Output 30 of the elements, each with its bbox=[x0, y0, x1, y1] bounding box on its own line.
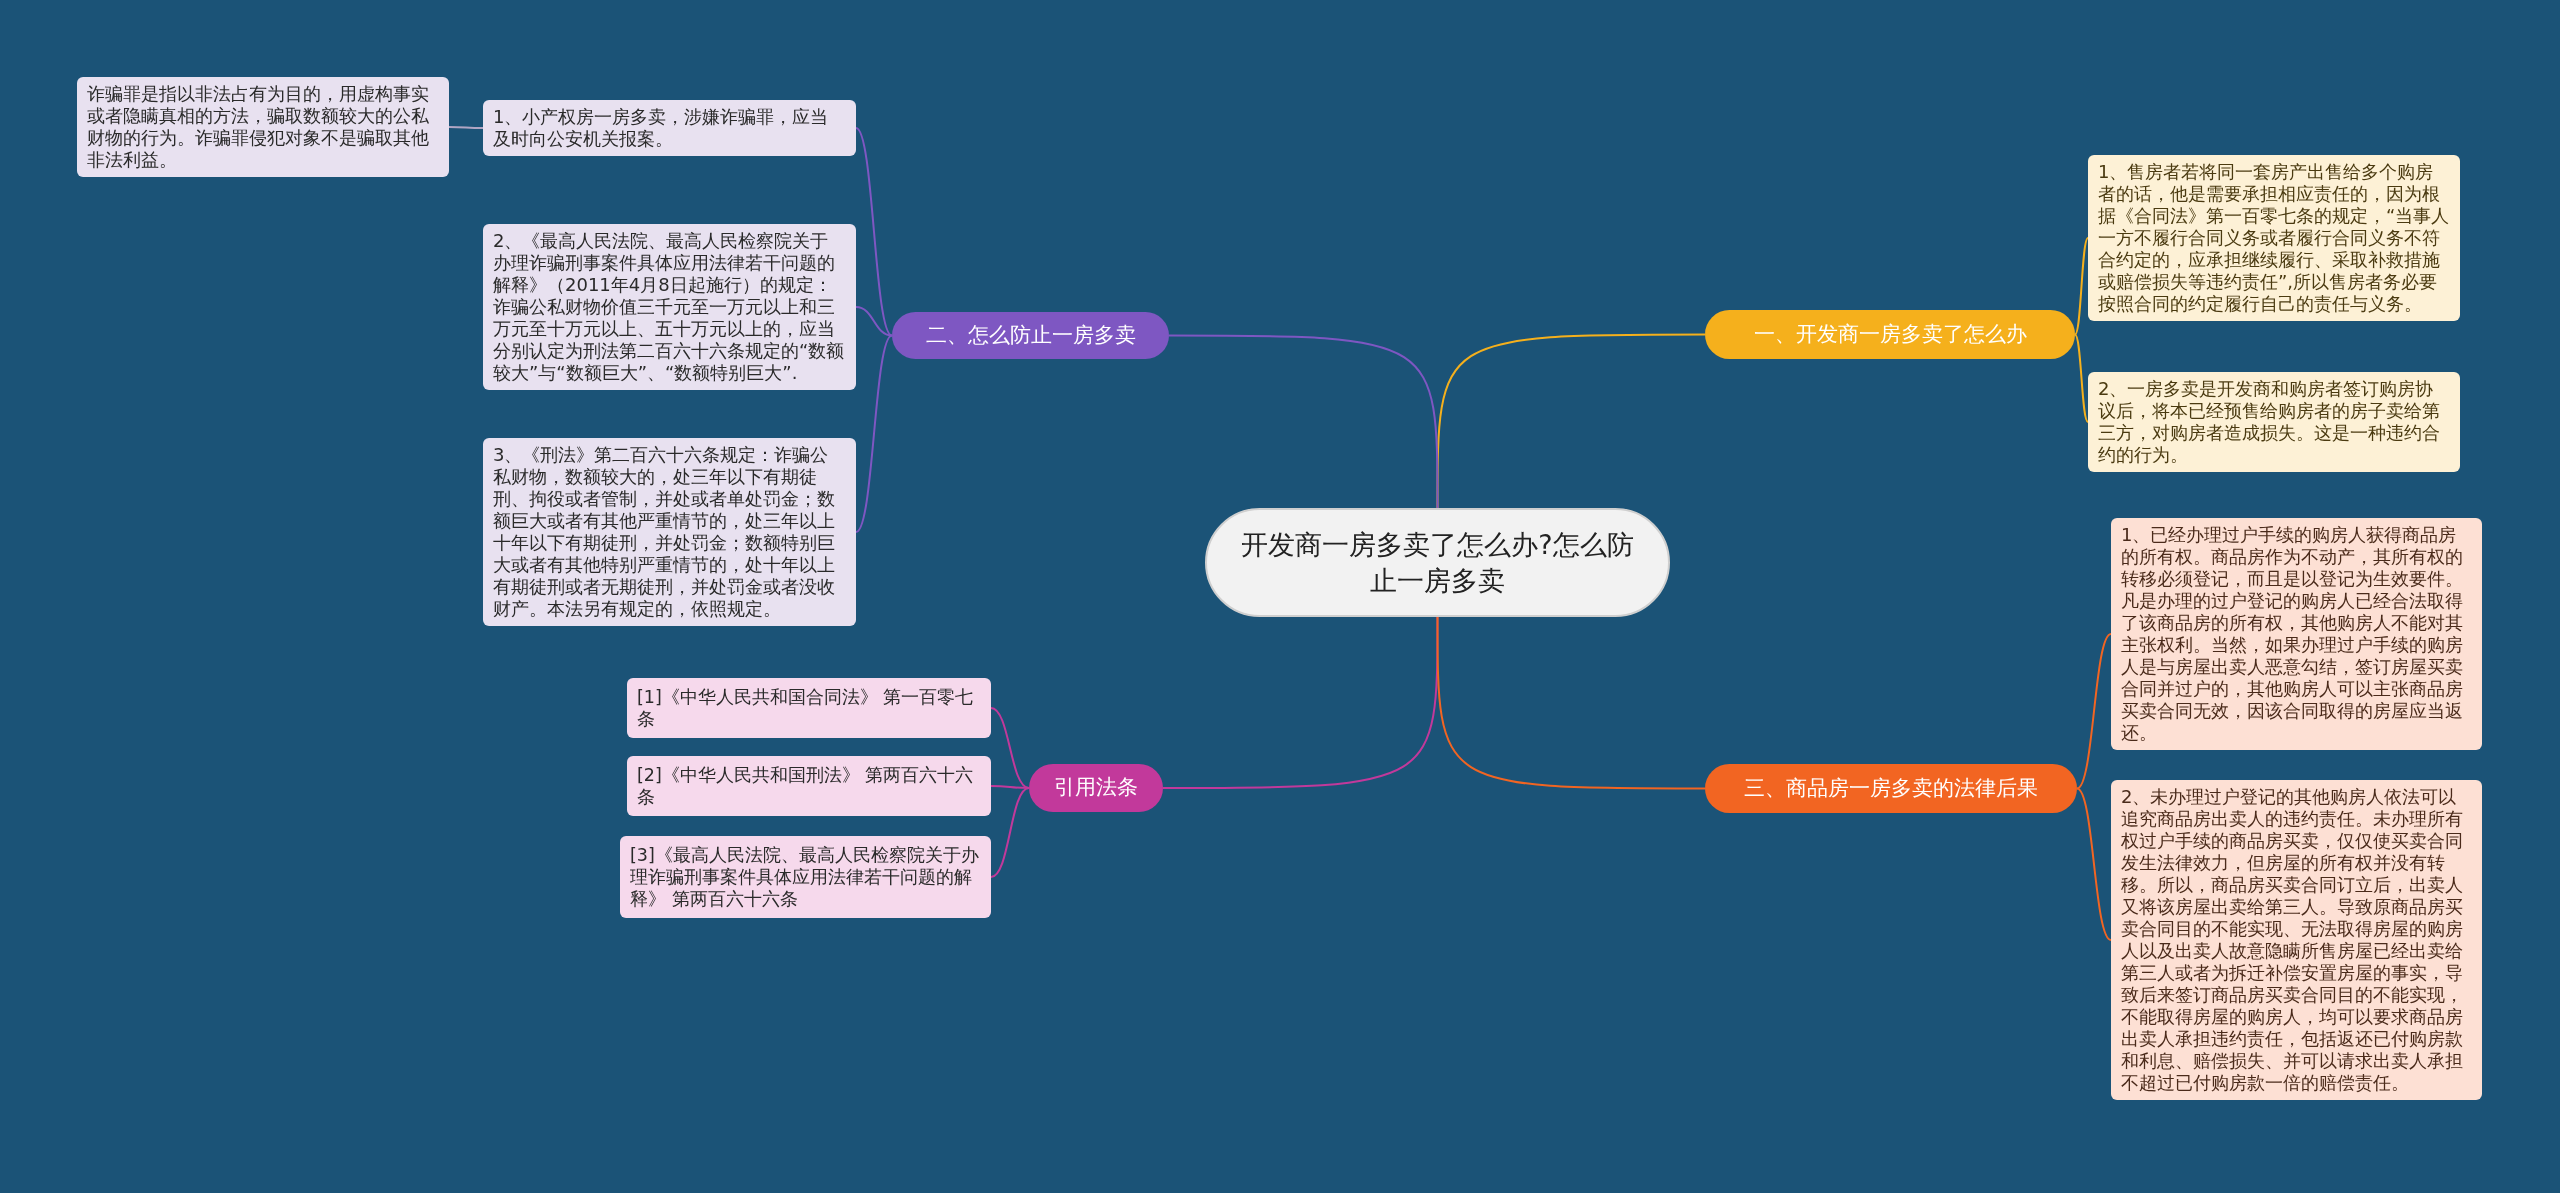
connector-line bbox=[1436, 333, 1706, 509]
text-card: 1、已经办理过户手续的购房人获得商品房的所有权。商品房作为不动产，其所有权的转移必须登记，而且是以登记为生效要件。凡是办理的过户登记的购房人已经合法取得了该商品房的所有权，其他购房人不能对其主张权利。当然，如果办理过户手续的购房人是与房屋出卖人恶意勾结，签订房屋买卖合同并过户的，其他购房人可以主张商品房买卖合同无效，因该合同取得的房屋应当返还。 bbox=[2111, 518, 2482, 750]
branch-topic: 三、商品房一房多卖的法律后果 bbox=[1705, 764, 2077, 813]
connector-line bbox=[855, 127, 893, 337]
connector-line bbox=[990, 707, 1030, 789]
text-card: 诈骗罪是指以非法占有为目的，用虚构事实或者隐瞒真相的方法，骗取数额较大的公私财物的行为。诈骗罪侵犯对象不是骗取其他非法利益。 bbox=[77, 77, 449, 177]
connector-line bbox=[2074, 237, 2089, 336]
connector-line bbox=[855, 306, 893, 337]
text-card: 2、一房多卖是开发商和购房者签订购房协议后，将本已经预售给购房者的房子卖给第三方，对购房者造成损失。这是一种违约合约的行为。 bbox=[2088, 372, 2460, 472]
connector-line bbox=[2076, 633, 2112, 790]
text-card: 3、《刑法》第二百六十六条规定：诈骗公私财物，数额较大的，处三年以下有期徒刑、拘役或者管制，并处或者单处罚金；数额巨大或者有其他严重情节的，处三年以上十年以下有期徒刑，并处罚金；数额特别巨大或者有其他特别严重情节的，处十年以上有期徒刑或者无期徒刑，并处罚金或者没收财产。本法另有规定的，依照规定。 bbox=[483, 438, 856, 626]
text-card: [1]《中华人民共和国合同法》 第一百零七条 bbox=[627, 678, 991, 738]
text-card: 1、小产权房一房多卖，涉嫌诈骗罪，应当及时向公安机关报案。 bbox=[483, 100, 856, 156]
branch-topic: 二、怎么防止一房多卖 bbox=[892, 312, 1169, 359]
connector-line bbox=[990, 787, 1030, 878]
text-card: 2、未办理过户登记的其他购房人依法可以追究商品房出卖人的违约责任。未办理所有权过户手续的商品房买卖，仅仅使买卖合同发生法律效力，但房屋的所有权并没有转移。所以，商品房买卖合同订立后，出卖人又将该房屋出卖给第三人。导致原商品房买卖合同目的不能实现、无法取得房屋的购房人以及出卖人故意隐瞒所售房屋已经出卖给第三人或者为拆迁补偿安置房屋的事实，导致后来签订商品房买卖合同目的不能实现，不能取得房屋的购房人，均可以要求商品房出卖人承担违约责任，包括返还已付购房款和利息、赔偿损失、并可以请求出卖人承担不超过已付购房款一倍的赔偿责任。 bbox=[2111, 780, 2482, 1100]
branch-topic: 引用法条 bbox=[1029, 764, 1163, 812]
branch-topic: 一、开发商一房多卖了怎么办 bbox=[1705, 310, 2075, 359]
connector-line bbox=[1436, 616, 1706, 790]
text-card: 2、《最高人民法院、最高人民检察院关于办理诈骗刑事案件具体应用法律若干问题的解释》（2011年4月8日起施行）的规定：诈骗公私财物价值三千元至一万元以上和三万元至十万元以上、五十万元以上的，应当分别认定为刑法第二百六十六条规定的“数额较大”与“数额巨大”、“数额特别巨大”. bbox=[483, 224, 856, 390]
text-card: [2]《中华人民共和国刑法》 第两百六十六条 bbox=[627, 756, 991, 816]
connector-line bbox=[2076, 787, 2112, 941]
connector-line bbox=[448, 126, 484, 129]
text-card: 1、售房者若将同一套房产出售给多个购房者的话，他是需要承担相应责任的，因为根据《合同法》第一百零七条的规定，“当事人一方不履行合同义务或者履行合同义务不符合约定的，应承担继续履行、采取补救措施或赔偿损失等违约责任”,所以售房者务必要按照合同的约定履行自己的责任与义务。 bbox=[2088, 155, 2460, 321]
connector-line bbox=[855, 334, 893, 533]
connector-line bbox=[1168, 334, 1439, 509]
text-card: [3]《最高人民法院、最高人民检察院关于办理诈骗刑事案件具体应用法律若干问题的解释》 第两百六十六条 bbox=[620, 836, 991, 918]
central-topic: 开发商一房多卖了怎么办?怎么防止一房多卖 bbox=[1205, 508, 1670, 617]
connector-line bbox=[1162, 616, 1439, 789]
connector-line bbox=[2074, 333, 2089, 423]
